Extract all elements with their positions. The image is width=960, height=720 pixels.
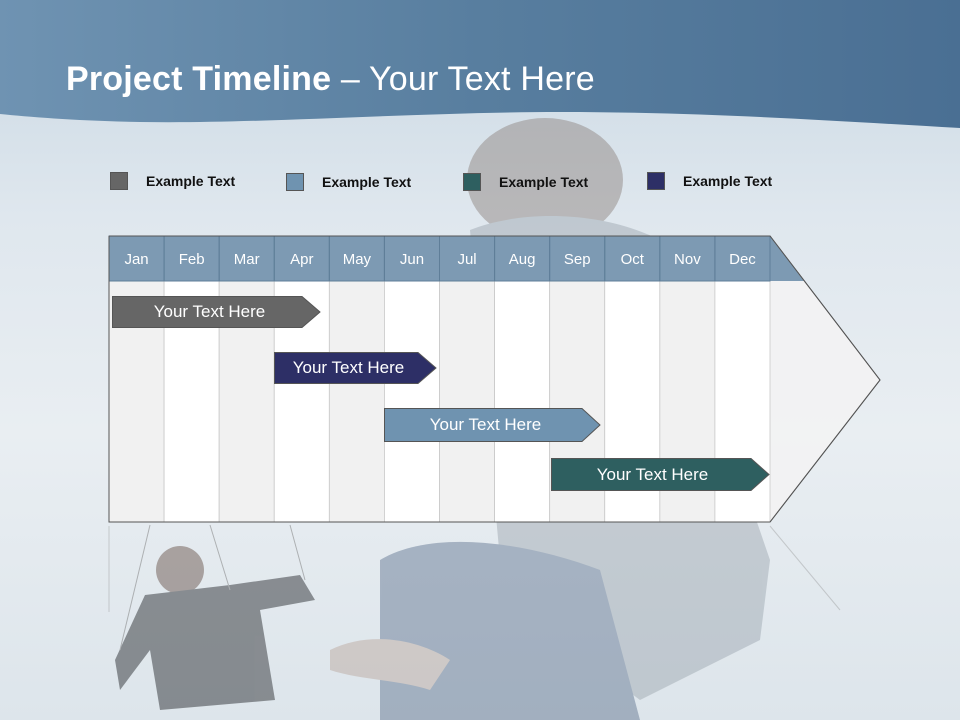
task-bar-4-label: Your Text Here (596, 465, 709, 484)
task-bar-1[interactable]: Your Text Here (112, 296, 321, 328)
legend-item-3: Example Text (463, 172, 588, 192)
month-label-aug: Aug (509, 251, 536, 268)
month-label-sep: Sep (564, 251, 591, 268)
timeline-arrow-outline (108, 235, 881, 523)
month-label-jun: Jun (400, 251, 424, 268)
month-label-nov: Nov (674, 251, 701, 268)
legend-item-4: Example Text (647, 171, 772, 191)
legend-label-4: Example Text (683, 173, 773, 189)
month-header-band (109, 236, 804, 281)
task-bar-1-shape (112, 296, 321, 328)
task-bar-1-label: Your Text Here (153, 302, 266, 321)
month-label-apr: Apr (290, 251, 313, 268)
task-bar-2[interactable]: Your Text Here (274, 352, 437, 384)
legend-label-3: Example Text (499, 174, 589, 190)
task-bar-2-label: Your Text Here (292, 358, 405, 377)
reflection-arrow-edge (769, 525, 841, 611)
legend-swatch-3 (463, 173, 481, 191)
task-bar-3-label: Your Text Here (429, 415, 542, 434)
month-column-aug (494, 280, 551, 523)
legend-swatch-1 (110, 172, 128, 190)
month-label-feb: Feb (179, 251, 205, 268)
puppet-man-silhouette (115, 524, 315, 710)
month-label-may: May (343, 251, 372, 268)
task-bar-3[interactable]: Your Text Here (384, 408, 601, 442)
task-bar-4-shape (551, 458, 770, 491)
month-label-jan: Jan (124, 251, 148, 268)
legend-swatch-4 (647, 172, 665, 190)
legend-label-1: Example Text (146, 173, 236, 189)
legend-item-1: Example Text (110, 171, 235, 191)
task-bar-3-shape (384, 408, 601, 442)
month-label-jul: Jul (457, 251, 476, 268)
task-bar-4[interactable]: Your Text Here (551, 458, 770, 491)
legend-swatch-2 (286, 173, 304, 191)
month-label-dec: Dec (729, 251, 756, 268)
month-column-jul (439, 280, 495, 523)
month-label-oct: Oct (621, 251, 645, 268)
header-wave (0, 0, 960, 128)
slide-title-bold: Project Timeline (66, 60, 332, 98)
slide-title: Project Timeline – Your Text Here (66, 60, 595, 99)
month-label-mar: Mar (234, 251, 260, 268)
month-column-may (328, 280, 385, 523)
task-bar-2-shape (274, 352, 437, 384)
slide-title-rest: – Your Text Here (331, 60, 595, 98)
month-column-jun (384, 280, 440, 523)
legend-label-2: Example Text (322, 174, 412, 190)
legend-item-2: Example Text (286, 172, 411, 192)
